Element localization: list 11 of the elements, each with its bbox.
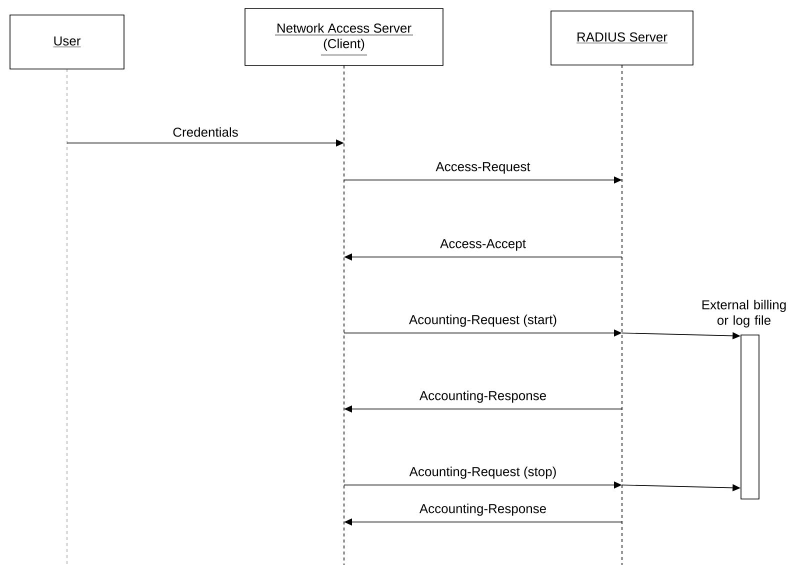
participant-box: User: [10, 14, 124, 70]
participant-box: Network Access Server (Client): [244, 8, 444, 66]
bar-heading: External billing or log file: [702, 300, 786, 328]
participant-box: RADIUS Server: [550, 10, 694, 66]
message-label: Credentials: [172, 126, 240, 138]
message-label: Accounting-Response: [418, 390, 548, 404]
message-label: Access-Accept: [439, 238, 527, 252]
message-label: Access-Request: [434, 161, 532, 175]
message-label: Acounting-Request (stop): [408, 466, 558, 480]
message-label: Acounting-Request (start): [408, 314, 558, 328]
message-label: Accounting-Response: [418, 502, 548, 517]
